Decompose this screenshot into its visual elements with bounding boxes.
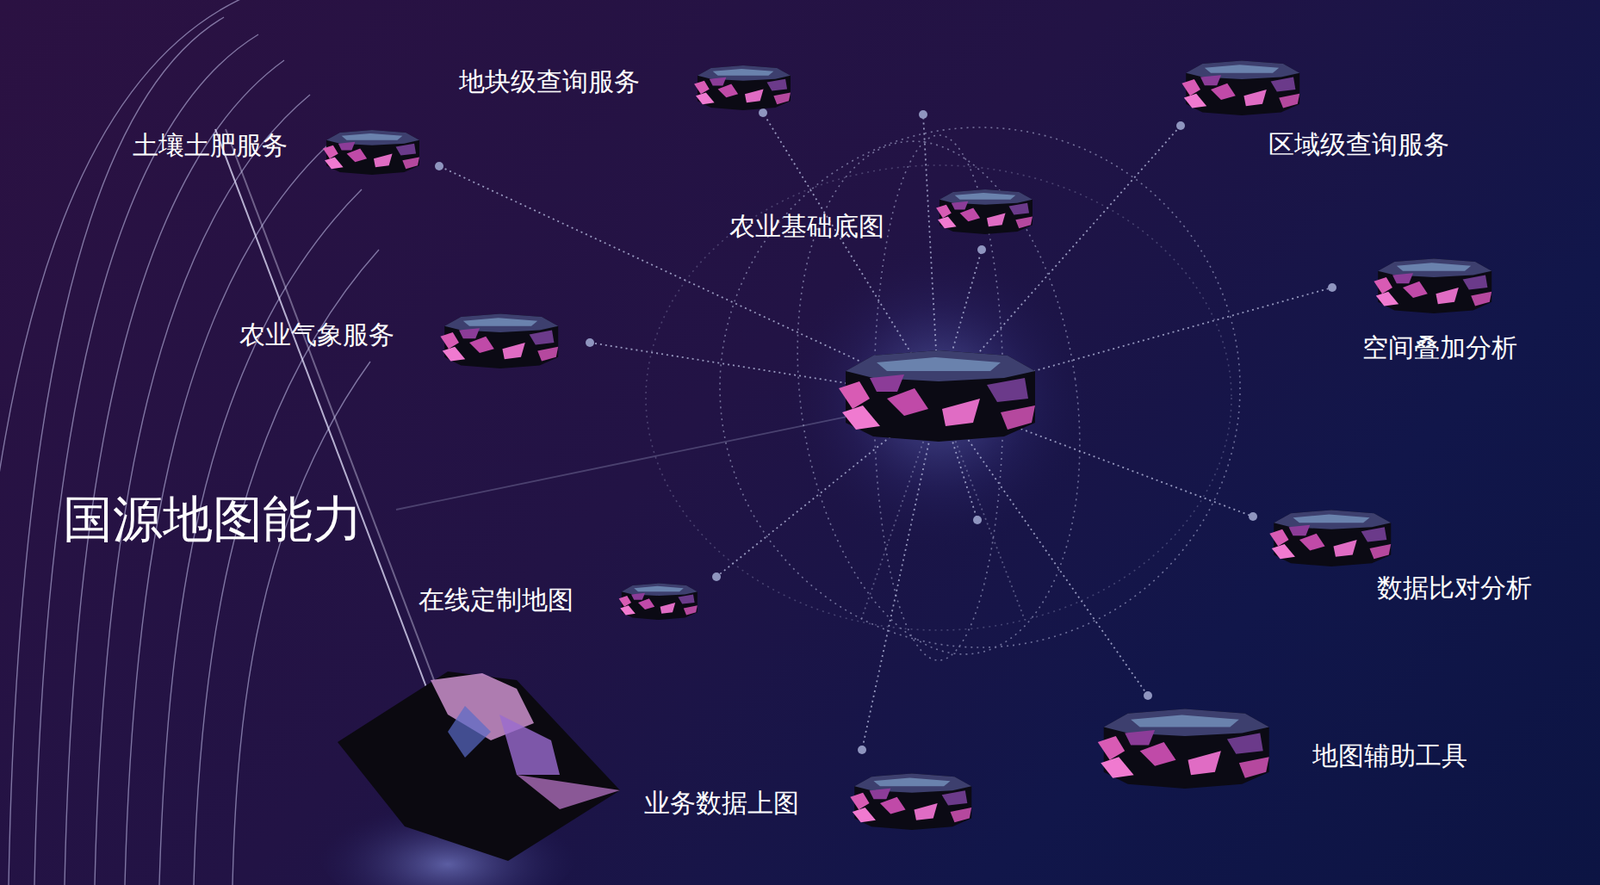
service-node: 区域级查询服务 — [1268, 129, 1450, 161]
service-label: 空间叠加分析 — [1362, 332, 1518, 364]
decor-arc — [0, 0, 379, 885]
service-node: 在线定制地图 — [418, 584, 574, 616]
service-node: 农业基础底图 — [729, 210, 885, 242]
service-label: 在线定制地图 — [418, 584, 574, 616]
service-label: 地图辅助工具 — [1312, 740, 1468, 772]
service-node: 地块级查询服务 — [458, 66, 640, 98]
block-icon — [322, 60, 1492, 831]
leader-line — [396, 112, 1333, 751]
service-label: 业务数据上图 — [644, 787, 800, 819]
leader-dot — [434, 108, 1337, 755]
service-node: 数据比对分析 — [1376, 572, 1532, 604]
service-label: 区域级查询服务 — [1268, 129, 1450, 161]
service-label: 农业基础底图 — [729, 210, 885, 242]
orbit — [645, 123, 1241, 674]
service-node: 地图辅助工具 — [1312, 740, 1468, 772]
service-label: 数据比对分析 — [1376, 572, 1532, 604]
service-node: 农业气象服务 — [239, 319, 395, 351]
service-node: 空间叠加分析 — [1362, 332, 1518, 364]
light-streak — [215, 129, 440, 695]
service-label: 地块级查询服务 — [458, 66, 640, 98]
service-label: 农业气象服务 — [239, 319, 395, 351]
service-label: 土壤土肥服务 — [132, 130, 288, 162]
terrain-block — [337, 671, 621, 862]
service-node: 土壤土肥服务 — [132, 130, 288, 162]
diagram-title: 国源地图能力 — [62, 486, 363, 554]
service-node: 业务数据上图 — [644, 787, 800, 819]
